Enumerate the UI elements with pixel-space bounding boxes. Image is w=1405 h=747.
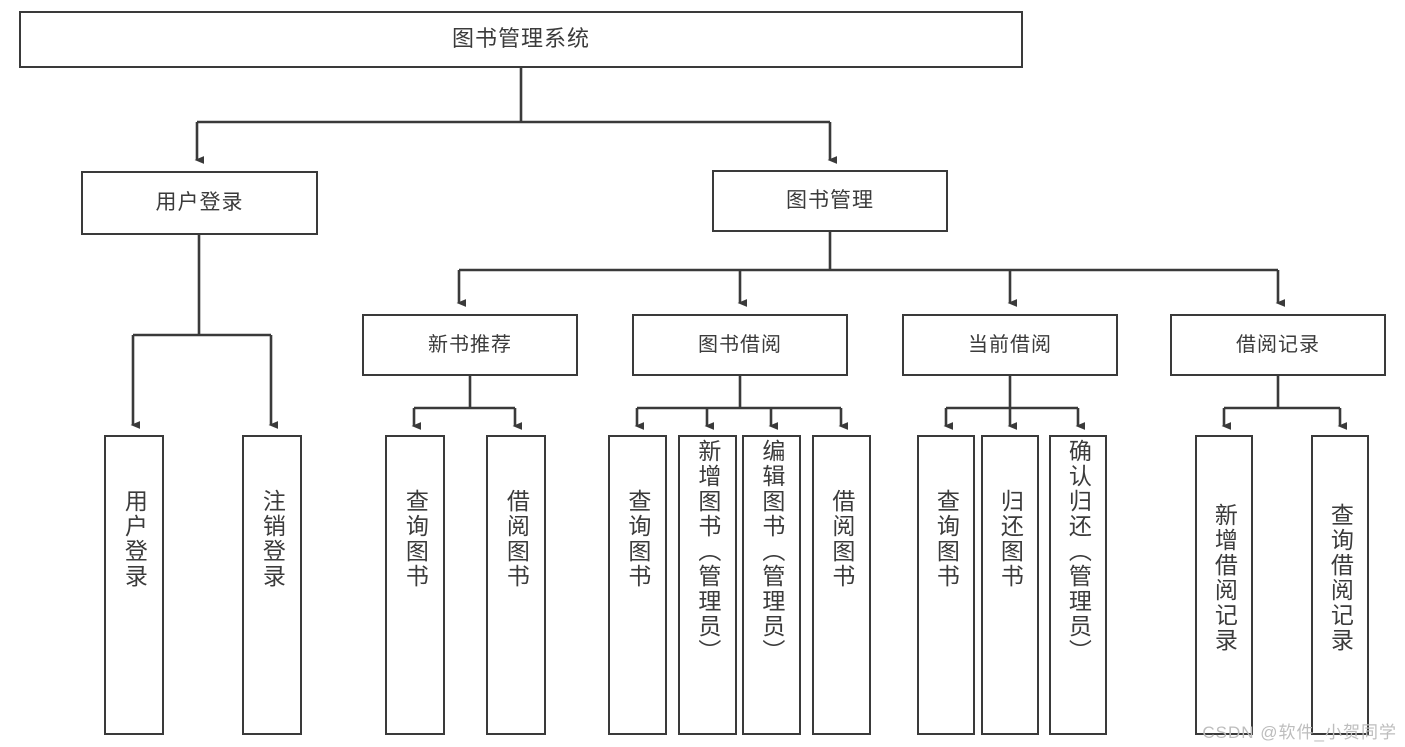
leaf-label: 编辑图书（管理员） xyxy=(758,439,785,664)
node-book-management[interactable]: 图书管理 xyxy=(712,170,948,232)
node-label: 图书管理 xyxy=(786,189,874,213)
leaf-label: 借阅图书 xyxy=(503,489,530,589)
node-label: 新书推荐 xyxy=(428,334,512,356)
leaf-borrow-book-new[interactable]: 借阅图书 xyxy=(486,435,546,735)
leaf-query-borrow-record[interactable]: 查询借阅记录 xyxy=(1311,435,1369,735)
leaf-edit-book-admin[interactable]: 编辑图书（管理员） xyxy=(742,435,801,735)
leaf-borrow-book[interactable]: 借阅图书 xyxy=(812,435,871,735)
leaf-user-login[interactable]: 用户登录 xyxy=(104,435,164,735)
leaf-label: 查询借阅记录 xyxy=(1327,503,1354,653)
node-label: 借阅记录 xyxy=(1236,334,1320,356)
leaf-confirm-return-admin[interactable]: 确认归还（管理员） xyxy=(1049,435,1107,735)
leaf-label: 确认归还（管理员） xyxy=(1065,439,1092,664)
node-label: 当前借阅 xyxy=(968,334,1052,356)
leaf-label: 归还图书 xyxy=(997,489,1024,589)
leaf-query-book-current[interactable]: 查询图书 xyxy=(917,435,975,735)
leaf-label: 查询图书 xyxy=(402,489,429,589)
leaf-label: 新增借阅记录 xyxy=(1211,503,1238,653)
node-root-system[interactable]: 图书管理系统 xyxy=(19,11,1023,68)
leaf-logout[interactable]: 注销登录 xyxy=(242,435,302,735)
node-current-borrow[interactable]: 当前借阅 xyxy=(902,314,1118,376)
node-borrow-record[interactable]: 借阅记录 xyxy=(1170,314,1386,376)
node-user-login[interactable]: 用户登录 xyxy=(81,171,318,235)
leaf-label: 查询图书 xyxy=(624,489,651,589)
leaf-label: 借阅图书 xyxy=(828,489,855,589)
node-label: 图书借阅 xyxy=(698,334,782,356)
leaf-label: 注销登录 xyxy=(259,489,286,589)
leaf-add-borrow-record[interactable]: 新增借阅记录 xyxy=(1195,435,1253,735)
leaf-label: 查询图书 xyxy=(933,489,960,589)
leaf-label: 用户登录 xyxy=(121,489,148,589)
node-label: 用户登录 xyxy=(155,191,244,215)
leaf-return-book[interactable]: 归还图书 xyxy=(981,435,1039,735)
leaf-label: 新增图书（管理员） xyxy=(694,439,721,664)
node-book-borrow[interactable]: 图书借阅 xyxy=(632,314,848,376)
node-label: 图书管理系统 xyxy=(451,26,590,52)
node-new-book-recommend[interactable]: 新书推荐 xyxy=(362,314,578,376)
leaf-query-book-new[interactable]: 查询图书 xyxy=(385,435,445,735)
watermark: CSDN @软件_小贺同学 xyxy=(1202,723,1397,742)
leaf-query-book-borrow[interactable]: 查询图书 xyxy=(608,435,667,735)
leaf-add-book-admin[interactable]: 新增图书（管理员） xyxy=(678,435,737,735)
